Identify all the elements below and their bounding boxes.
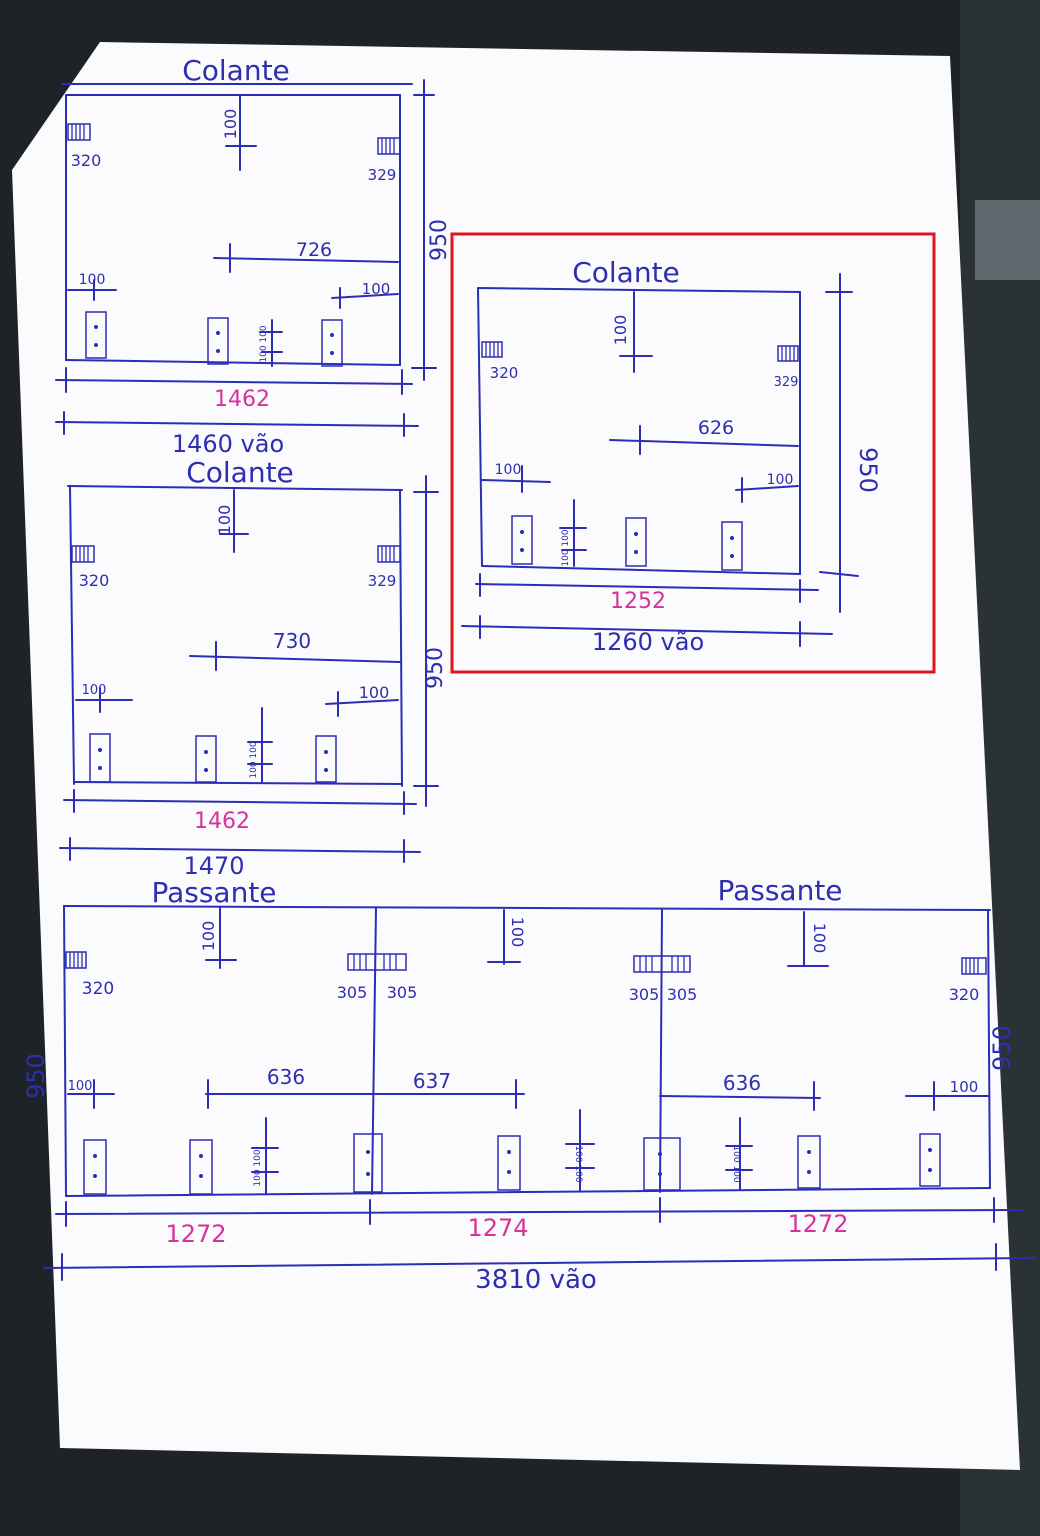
handle-icon	[195, 735, 217, 783]
hinge-right-icon	[377, 137, 401, 155]
panel-d-dim-height-right: 950	[988, 1025, 1016, 1071]
handle-icon	[315, 735, 337, 783]
panel-a-dim-height: 950	[427, 219, 452, 261]
handle-icon	[721, 521, 743, 571]
panel-c-dim-shelf: 626	[698, 417, 734, 439]
panel-c-hinge-left: 320	[490, 364, 519, 382]
hinge-left-icon	[481, 341, 503, 358]
panel-a-hinge-right: 329	[368, 166, 397, 184]
panel-c-dim-height: 950	[854, 447, 882, 493]
highlight-box	[450, 232, 936, 674]
handle-icon	[85, 311, 107, 359]
handle-icon	[511, 515, 533, 565]
handle-icon	[625, 517, 647, 567]
panel-a-dim-outer: 1460 vão	[172, 430, 284, 458]
panel-b-title: Colante	[186, 456, 294, 489]
panel-a-dim-left-small: 100	[79, 272, 106, 288]
panel-d-dim-seg-1: 1272	[165, 1220, 226, 1248]
panel-d-dim-vertical-1: 100 100	[253, 1149, 263, 1186]
panel-b-dim-right-small: 100	[359, 683, 390, 702]
handle-icon	[643, 1137, 681, 1191]
handle-icon	[321, 319, 343, 367]
panel-a-hinge-left: 320	[71, 151, 102, 170]
panel-c-dim-top: 100	[611, 315, 630, 346]
panel-b: Colante 100 320 329 730 100 100	[59, 456, 448, 880]
panel-d-dim-vertical-3: 100 100	[731, 1145, 741, 1182]
panel-b-dim-left-small: 100	[82, 683, 107, 698]
panel-a-title: Colante	[182, 54, 290, 87]
panel-d: Passante Passante 100 100 100 320 305 30…	[22, 874, 1035, 1295]
handle-icon	[189, 1139, 213, 1195]
hinge-left-icon	[67, 123, 91, 141]
panel-d-dim-left-small: 100	[68, 1079, 93, 1094]
panel-c-title: Colante	[572, 256, 680, 289]
panel-d-dim-shelf-2: 637	[413, 1069, 451, 1093]
panel-c-dim-inner: 1252	[610, 589, 666, 614]
panel-d-dim-shelf-3: 636	[723, 1071, 761, 1095]
panel-a-dim-shelf: 726	[296, 239, 332, 261]
hinge-left-icon	[65, 951, 87, 969]
hinge-left-icon	[71, 545, 95, 563]
panel-b-dim-shelf: 730	[273, 629, 311, 653]
panel-c: Colante 100 320 329 626 100 100	[450, 232, 936, 674]
handle-icon	[497, 1135, 521, 1191]
panel-a: Colante 100 320 329 726 100 100	[55, 54, 452, 458]
panel-d-dim-seg-3: 1272	[787, 1210, 848, 1238]
hinge-right-icon	[961, 957, 987, 975]
panel-b-dim-top: 100	[215, 505, 234, 536]
hinge-center-icon	[633, 955, 691, 973]
panel-d-dim-seg-2: 1274	[467, 1214, 528, 1242]
hinge-center-icon	[347, 953, 407, 971]
handle-icon	[353, 1133, 383, 1193]
panel-d-hinge-mid1-right: 305	[387, 983, 418, 1002]
panel-d-title-left: Passante	[151, 876, 276, 909]
panel-d-hinge-mid1-left: 305	[337, 983, 368, 1002]
panel-a-dim-inner: 1462	[214, 387, 270, 412]
handle-icon	[207, 317, 229, 365]
panel-d-hinge-right: 320	[949, 985, 980, 1004]
panel-c-dim-left-small: 100	[495, 462, 522, 478]
panel-a-dim-top: 100	[221, 109, 240, 140]
panel-d-dim-height-left: 950	[22, 1053, 50, 1099]
panel-b-dim-vertical-small: 100 100	[249, 741, 259, 778]
handle-icon	[797, 1135, 821, 1189]
panel-d-dim-top-3: 100	[810, 923, 829, 954]
panel-a-dim-right-small: 100	[362, 280, 391, 298]
panel-b-dim-outer: 1470	[183, 852, 244, 880]
panel-c-dim-vertical-small: 100 100	[561, 529, 571, 566]
panel-d-hinge-mid2-left: 305	[629, 985, 660, 1004]
handle-icon	[919, 1133, 941, 1187]
panel-b-dim-inner: 1462	[194, 809, 250, 834]
panel-c-dim-outer: 1260 vão	[592, 628, 704, 656]
panel-d-hinge-mid2-right: 305	[667, 985, 698, 1004]
panel-d-dim-vertical-2: 100 100	[573, 1145, 583, 1182]
hinge-right-icon	[777, 345, 799, 362]
panel-d-dim-top-2: 100	[508, 917, 527, 948]
hinge-right-icon	[377, 545, 401, 563]
handle-icon	[89, 733, 111, 783]
panel-d-hinge-left: 320	[82, 979, 114, 999]
panel-b-dim-height: 950	[423, 647, 448, 689]
panel-c-dim-right-small: 100	[767, 472, 794, 488]
panel-b-hinge-left: 320	[79, 571, 110, 590]
panel-b-hinge-right: 329	[368, 572, 397, 590]
panel-d-dim-right-small: 100	[950, 1078, 979, 1096]
panel-d-title-right: Passante	[717, 874, 842, 907]
panel-c-hinge-right: 329	[774, 375, 799, 390]
panel-a-dim-vertical-small: 100 100	[259, 325, 269, 362]
handle-icon	[83, 1139, 107, 1195]
panel-d-dim-top-1: 100	[199, 921, 218, 952]
panel-d-dim-shelf-1: 636	[267, 1065, 305, 1089]
panel-d-dim-total: 3810 vão	[475, 1265, 597, 1295]
